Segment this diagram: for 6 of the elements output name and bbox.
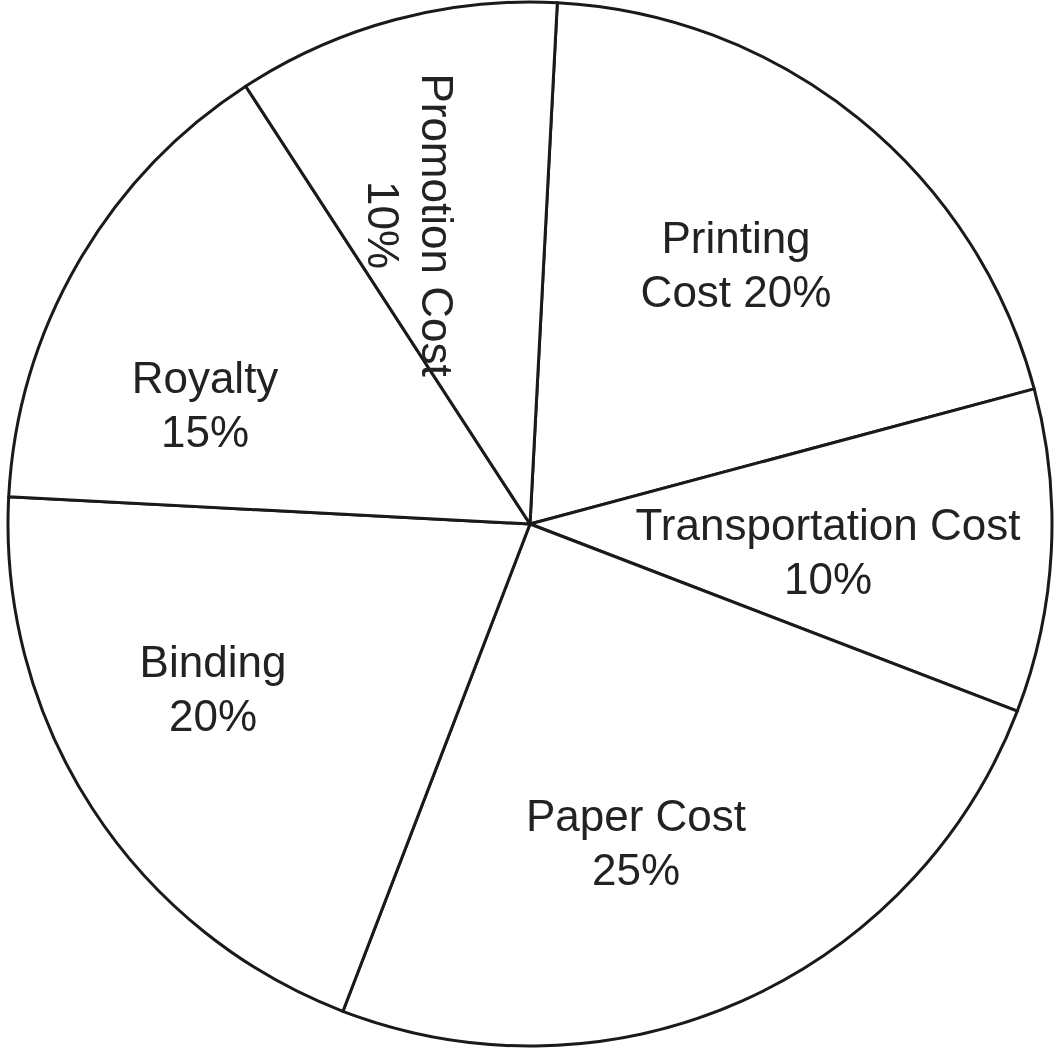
slice-label: Promotion Cost 10% [358,72,463,379]
slice-label: Printing Cost 20% [639,212,833,318]
slice-label: Paper Cost 25% [524,790,748,896]
slice-label: Transportation Cost 10% [634,499,1022,605]
slice-label: Royalty 15% [130,352,280,458]
slice-label: Binding 20% [138,636,288,742]
